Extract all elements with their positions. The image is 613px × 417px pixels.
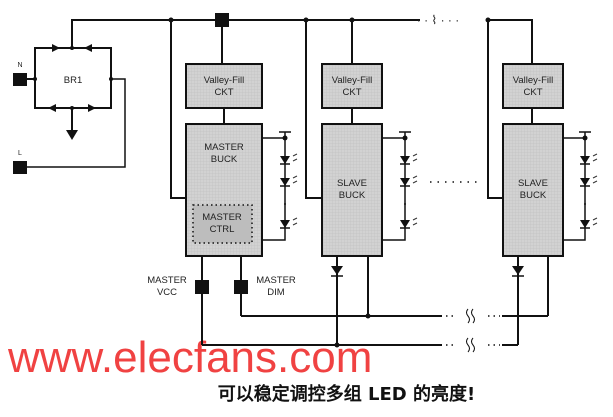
- master-ctrl-block: [192, 204, 253, 244]
- svg-text:MASTER: MASTER: [256, 275, 296, 286]
- break-mark: [466, 337, 475, 353]
- neutral-terminal: [13, 73, 27, 86]
- slave-valley-fill-block: [321, 63, 383, 109]
- ground-icon: [66, 130, 78, 140]
- line-label: L: [18, 150, 22, 157]
- watermark: www.elecfans.com: [7, 333, 372, 382]
- svg-text:CKT: CKT: [343, 87, 362, 98]
- svg-text:MASTER: MASTER: [204, 142, 244, 153]
- svg-text:Valley-Fill: Valley-Fill: [204, 75, 244, 86]
- slave-buck-block: [502, 123, 564, 257]
- slave-channel-2: Valley-Fill CKT SLAVE BUCK: [487, 20, 598, 345]
- slave-channel-1: Valley-Fill CKT SLAVE BUCK: [305, 20, 418, 348]
- master-vcc-pin: [195, 280, 209, 294]
- vcc-bus: [202, 337, 518, 353]
- svg-text:BUCK: BUCK: [211, 154, 238, 165]
- line-terminal: [13, 161, 27, 174]
- svg-text:Valley-Fill: Valley-Fill: [513, 75, 553, 86]
- break-mark: [466, 308, 475, 324]
- neutral-label: N: [17, 62, 22, 69]
- slave-buck-block: [321, 123, 383, 257]
- master-valley-fill-block: [185, 63, 263, 109]
- master-dim-pin: [234, 280, 248, 294]
- svg-text:CTRL: CTRL: [210, 224, 235, 235]
- svg-text:VCC: VCC: [157, 287, 177, 298]
- svg-text:DIM: DIM: [267, 287, 285, 298]
- svg-text:MASTER: MASTER: [147, 275, 187, 286]
- svg-text:BUCK: BUCK: [339, 190, 366, 201]
- svg-text:CKT: CKT: [215, 87, 234, 98]
- bridge-label: BR1: [64, 75, 82, 86]
- master-channel: Valley-Fill CKT MASTER BUCK MASTER CTRL …: [147, 20, 298, 345]
- svg-text:Valley-Fill: Valley-Fill: [332, 75, 372, 86]
- svg-text:BUCK: BUCK: [520, 190, 547, 201]
- bridge-rectifier: BR1 N L: [13, 44, 126, 174]
- svg-text:MASTER: MASTER: [202, 212, 242, 223]
- dim-bus: [241, 308, 548, 324]
- top-bus: · · ⌇ · · ·: [71, 13, 533, 64]
- slave-valley-fill-block: [502, 63, 564, 109]
- svg-text:SLAVE: SLAVE: [518, 178, 548, 189]
- master-supply-connector: [215, 13, 229, 27]
- break-mark: · · ⌇ · · ·: [417, 13, 460, 27]
- svg-text:CKT: CKT: [524, 87, 543, 98]
- caption: 可以稳定调控多组 LED 的亮度!: [217, 384, 476, 405]
- svg-text:SLAVE: SLAVE: [337, 178, 367, 189]
